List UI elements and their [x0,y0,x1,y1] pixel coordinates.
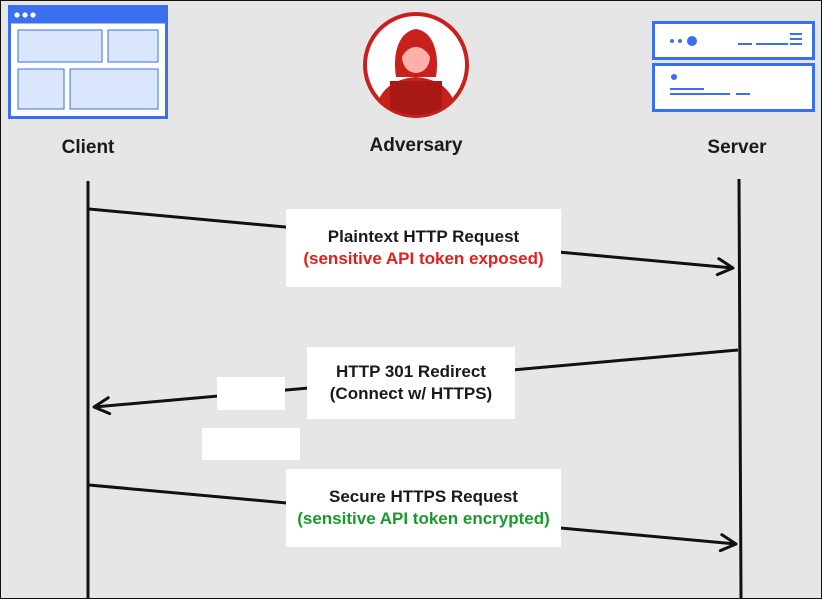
hooded-hacker-icon [363,12,469,118]
message-title: Secure HTTPS Request [329,487,518,506]
blank-box [202,428,300,460]
browser-window-icon [8,5,168,119]
blank-box [217,377,285,410]
message-note: (sensitive API token exposed) [303,249,544,268]
message-title: HTTP 301 Redirect [336,362,486,381]
message-secure-request: Secure HTTPS Request (sensitive API toke… [286,469,561,547]
server-lifeline [737,178,743,598]
message-note: (Connect w/ HTTPS) [329,384,493,403]
message-note: (sensitive API token encrypted) [297,509,550,528]
client-label: Client [61,137,115,158]
server-label: Server [707,137,767,158]
adversary-label: Adversary [369,135,463,156]
message-redirect: HTTP 301 Redirect (Connect w/ HTTPS) [307,347,515,419]
message-title: Plaintext HTTP Request [327,227,520,246]
message-plaintext-request: Plaintext HTTP Request (sensitive API to… [286,209,561,287]
server-rack-icon [652,21,815,112]
